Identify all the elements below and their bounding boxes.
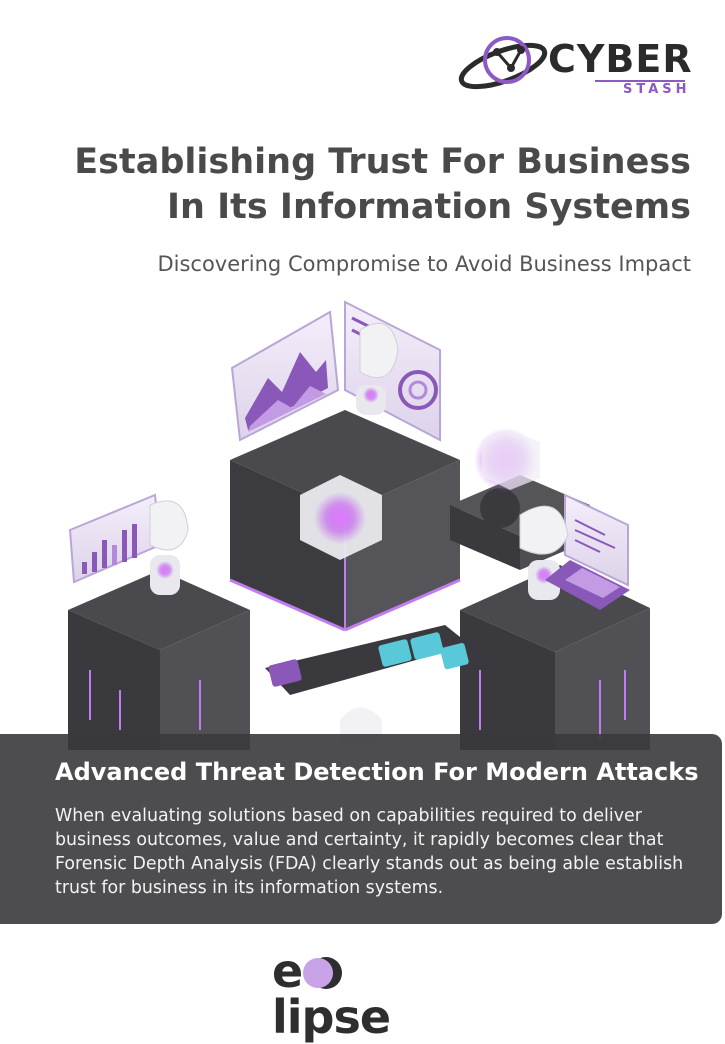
conveyor-belt [265,625,470,695]
logo-text-stash: STASH [623,82,691,97]
cyberstash-emblem-icon [458,36,685,90]
left-camera [149,500,189,595]
isometric-server-illustration [68,300,650,750]
summary-heading: Advanced Threat Detection For Modern Att… [55,758,699,786]
security-camera [356,322,399,415]
summary-panel: Advanced Threat Detection For Modern Att… [0,734,722,924]
center-server-block [229,410,461,632]
eclipse-logo-text-e: e [272,944,303,998]
cyberstash-logo: CYBER STASH [455,22,695,102]
document-subtitle: Discovering Compromise to Avoid Business… [157,252,691,276]
eclipse-logo: e lipse [272,948,452,1040]
bar-chart-panel [68,493,162,584]
right-camera [519,505,630,610]
eclipse-logo-text-lipse: lipse [272,990,391,1044]
logo-text-cyber: CYBER [548,37,693,81]
left-server-block [68,570,250,750]
area-chart-panel [230,310,340,442]
summary-body: When evaluating solutions based on capab… [55,806,684,898]
eclipse-moon-icon [303,957,343,989]
document-title: Establishing Trust For Business In Its I… [74,142,691,227]
